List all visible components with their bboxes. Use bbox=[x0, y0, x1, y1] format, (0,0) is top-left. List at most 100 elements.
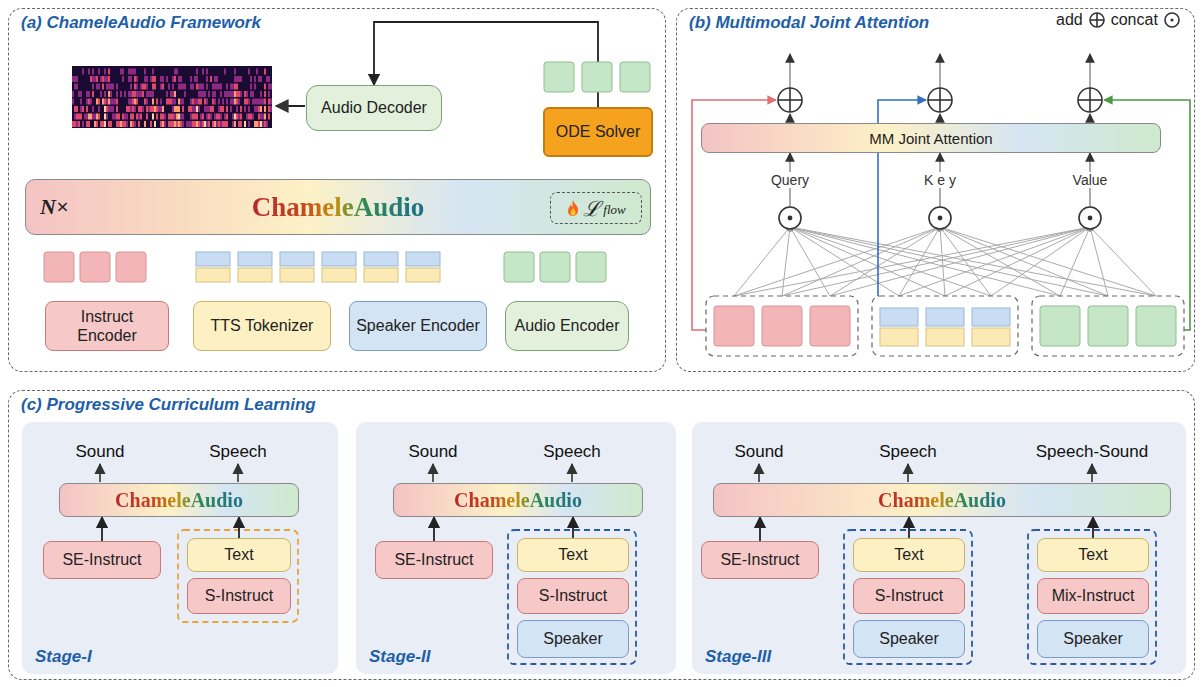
spectrogram bbox=[90, 76, 92, 82]
spectrogram bbox=[218, 114, 220, 120]
text-speaker-token bbox=[972, 308, 1010, 326]
spectrogram bbox=[86, 91, 88, 97]
flow-arrow bbox=[572, 517, 574, 538]
spectrogram bbox=[180, 99, 182, 105]
spectrogram bbox=[112, 84, 114, 90]
text-box: Text bbox=[187, 538, 291, 572]
spectrogram bbox=[80, 106, 82, 112]
spectrogram bbox=[136, 76, 138, 82]
output-label: Speech bbox=[543, 442, 601, 462]
latent-token bbox=[504, 252, 534, 282]
tokenizer-box: TTS Tokenizer bbox=[193, 301, 331, 351]
spectrogram bbox=[200, 99, 202, 105]
spectrogram bbox=[122, 76, 124, 82]
box-label: SE-Instruct bbox=[394, 550, 473, 569]
spectrogram bbox=[86, 99, 88, 105]
operator-symbol bbox=[1089, 88, 1091, 112]
spectrogram bbox=[218, 121, 220, 127]
token-group-outline bbox=[1032, 296, 1184, 356]
fan-line bbox=[734, 227, 790, 296]
output-label: Speech bbox=[879, 442, 937, 462]
spectrogram bbox=[212, 91, 214, 97]
spectrogram bbox=[168, 99, 170, 105]
spectrogram bbox=[268, 91, 270, 97]
latent-token bbox=[544, 62, 574, 92]
fan-line bbox=[790, 227, 1108, 296]
spectrogram bbox=[252, 99, 254, 105]
spectrogram bbox=[164, 114, 166, 120]
operator-symbol bbox=[1078, 88, 1102, 112]
symbol-legend: add concat bbox=[1056, 11, 1181, 29]
spectrogram bbox=[160, 106, 162, 112]
box-label: ChameleAudio bbox=[115, 489, 243, 512]
latent-token bbox=[1136, 306, 1176, 346]
spectrogram bbox=[180, 76, 182, 82]
spectrogram bbox=[212, 106, 214, 112]
spectrogram bbox=[174, 106, 176, 112]
box-label: S-Instruct bbox=[205, 586, 273, 605]
spectrogram bbox=[226, 106, 228, 112]
spectrogram bbox=[92, 84, 94, 90]
spectrogram bbox=[194, 114, 196, 120]
spectrogram bbox=[134, 106, 136, 112]
spectrogram bbox=[196, 99, 198, 105]
instruct-box: Mix-Instruct bbox=[1037, 578, 1149, 614]
spectrogram bbox=[146, 84, 148, 90]
spectrogram bbox=[140, 91, 142, 97]
spectrogram bbox=[236, 76, 238, 82]
legend-text: concat bbox=[1111, 11, 1158, 29]
spectrogram bbox=[204, 91, 206, 97]
spectrogram bbox=[128, 99, 130, 105]
spectrogram bbox=[122, 69, 124, 75]
spectrogram bbox=[110, 121, 112, 127]
spectrogram bbox=[142, 91, 144, 97]
spectrogram bbox=[264, 84, 266, 90]
spectrogram bbox=[196, 69, 198, 75]
spectrogram bbox=[72, 66, 272, 128]
spectrogram bbox=[106, 106, 108, 112]
spectrogram bbox=[192, 84, 194, 90]
text-box: Text bbox=[1037, 538, 1149, 572]
spectrogram bbox=[88, 69, 90, 75]
spectrogram bbox=[154, 76, 156, 82]
text-speaker-token bbox=[406, 252, 440, 266]
spectrogram bbox=[258, 121, 260, 127]
fan-line bbox=[790, 227, 945, 296]
spectrogram bbox=[130, 76, 132, 82]
spectrogram bbox=[120, 121, 122, 127]
output-arrow bbox=[100, 464, 1092, 482]
spectrogram bbox=[170, 114, 172, 120]
spectrogram bbox=[96, 84, 98, 90]
spectrogram bbox=[230, 84, 232, 90]
fan-line bbox=[734, 227, 1156, 296]
spectrogram bbox=[134, 84, 136, 90]
spectrogram bbox=[90, 99, 92, 105]
output-arrow bbox=[1091, 464, 1093, 482]
spectrogram bbox=[72, 121, 74, 127]
spectrogram bbox=[222, 99, 224, 105]
spectrogram bbox=[248, 99, 250, 105]
operator-symbol bbox=[1079, 207, 1101, 229]
legend-text: add bbox=[1056, 11, 1083, 29]
spectrogram bbox=[104, 106, 106, 112]
spectrogram bbox=[220, 91, 222, 97]
spectrogram bbox=[150, 121, 152, 127]
spectrogram bbox=[148, 91, 150, 97]
spectrogram bbox=[200, 114, 202, 120]
text-speaker-token bbox=[238, 268, 272, 282]
spectrogram bbox=[108, 76, 110, 82]
spectrogram bbox=[206, 69, 208, 75]
fan-line bbox=[790, 227, 991, 296]
spectrogram bbox=[130, 106, 132, 112]
box-label: Audio Decoder bbox=[321, 98, 427, 117]
spectrogram bbox=[166, 91, 168, 97]
spectrogram bbox=[258, 76, 260, 82]
spectrogram bbox=[262, 99, 264, 105]
spectrogram bbox=[148, 106, 150, 112]
attention-arrow bbox=[939, 114, 940, 122]
spectrogram bbox=[262, 121, 264, 127]
text-speaker-token bbox=[364, 252, 398, 266]
output-label: Sound bbox=[75, 442, 124, 462]
spectrogram bbox=[174, 91, 176, 97]
latent-token bbox=[582, 62, 612, 92]
